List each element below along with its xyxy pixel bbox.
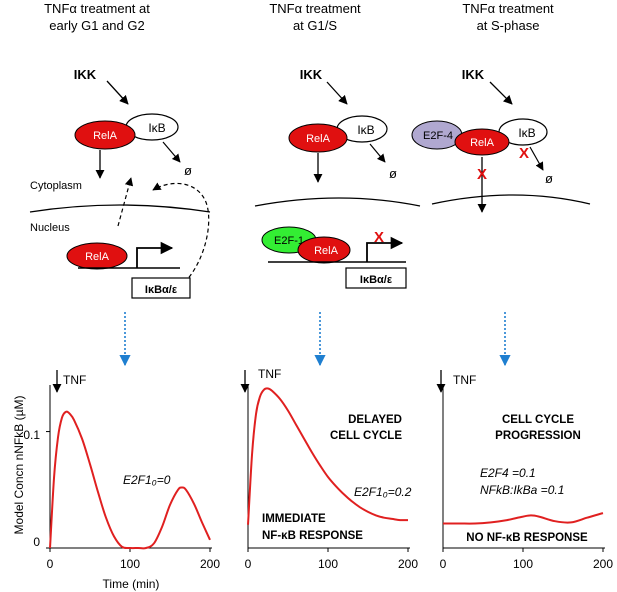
panel1-rela-label: RelA (93, 130, 118, 142)
panel2-rela-oval (288, 123, 348, 153)
panel3-ikk-label: IKK (462, 67, 485, 82)
panel1-ikk-label: IKK (74, 67, 97, 82)
plot1-series-line (49, 410, 211, 550)
panel1-promoter-arrow (136, 241, 174, 268)
plot-1: 0.1 0 0 100 200 Time (min) TNF E2F1₀=0 (23, 370, 220, 591)
plot1-xtick-label-0: 0 (47, 557, 54, 571)
plot3-xtick-label-100: 100 (513, 557, 533, 571)
panel1-feedback-arrow-dashed (152, 182, 210, 293)
panel2-nuclear-membrane (254, 197, 421, 207)
plot2-tnf-label: TNF (258, 367, 281, 381)
panel2-degrade-symbol: ø (389, 166, 397, 181)
panel1-rela-oval (74, 120, 136, 150)
plot1-ytick-label-0: 0 (33, 535, 40, 549)
plot3-tnf-label: TNF (453, 373, 476, 387)
plot2-label-bottom-line2: NF-κB RESPONSE (262, 530, 363, 542)
panel1-title-line2: early G1 and G2 (49, 18, 144, 33)
plot1-ytick-label-0.1: 0.1 (23, 428, 40, 442)
plot3-annotation-line2: NFkB:IkBa =0.1 (480, 483, 564, 497)
panel2-rela-nuclear-oval (297, 236, 351, 264)
plot3-xtick-label-200: 200 (593, 557, 613, 571)
plot3-label-bottom: NO NF-κB RESPONSE (466, 532, 588, 544)
panel2-e2f1-label: E2F-1 (274, 235, 304, 247)
panel2-promoter-arrow (366, 236, 404, 262)
plot2-xtick-label-100: 100 (318, 557, 338, 571)
plot1-annotation: E2F1₀=0 (123, 473, 171, 487)
panel2-ikk-arrow (326, 81, 348, 105)
x-axis-label: Time (min) (103, 577, 160, 591)
plot2-ticks (247, 548, 409, 552)
panel2-gene-box (345, 267, 407, 289)
panel1-title-line1: TNFα treatment at (44, 1, 150, 16)
plot2-annotation: E2F1₀=0.2 (354, 485, 412, 499)
panel3-degrade-arrow (529, 146, 544, 171)
panel1-gene-box (131, 277, 191, 299)
panel3-title-line1: TNFα treatment (462, 1, 554, 16)
plot2-label-top-line2: CELL CYCLE (330, 430, 402, 442)
panel3-block-degrade-mark: X (519, 145, 529, 162)
plot2-xtick-label-200: 200 (398, 557, 418, 571)
panel3-rela-oval (454, 128, 510, 156)
plot3-annotation-line1: E2F4 =0.1 (480, 466, 536, 480)
plot-2: 0 100 200 TNF DELAYED CELL CYCLE E2F1₀=0… (240, 367, 418, 571)
panel2-rela-label: RelA (306, 133, 331, 145)
panel-s-phase: TNFα treatment at S-phase IKK E2F-4 IκB … (411, 1, 591, 213)
panel-g1s: TNFα treatment at G1/S IKK IκB RelA ø E2… (254, 1, 421, 289)
panel2-title-line2: at G1/S (293, 18, 337, 33)
panel3-rela-label: RelA (470, 137, 495, 149)
panel3-degrade-symbol: ø (545, 171, 553, 186)
plot3-label-top-line1: CELL CYCLE (502, 414, 574, 426)
panel2-title-line1: TNFα treatment (269, 1, 361, 16)
plot1-tnf-label: TNF (63, 373, 86, 387)
panel1-degrade-arrow (162, 141, 181, 163)
panel3-e2f4-label: E2F-4 (423, 130, 453, 142)
panel1-cytoplasm-label: Cytoplasm (30, 180, 82, 192)
plot3-series-line (443, 512, 604, 525)
plot1-xtick-label-100: 100 (120, 557, 140, 571)
panel1-export-arrow-dashed (117, 177, 134, 227)
plot2-series-line (247, 387, 409, 525)
panel2-rela-nuclear-label: RelA (314, 245, 339, 257)
panel2-ikb-label: IκB (357, 123, 374, 137)
y-axis-label: Model Concn nNFkB (µM) (12, 396, 26, 535)
panel2-degrade-arrow (369, 143, 386, 163)
plot3-label-top-line2: PROGRESSION (495, 430, 581, 442)
plot3-xtick-label-0: 0 (440, 557, 447, 571)
panel1-ikk-arrow (106, 80, 129, 105)
panel1-ikb-label: IκB (148, 121, 165, 135)
panel2-ikk-label: IKK (300, 67, 323, 82)
panel1-rela-nuclear-label: RelA (85, 251, 110, 263)
panel1-degrade-symbol: ø (184, 163, 192, 178)
panel2-block-mark: X (374, 229, 384, 246)
panel3-ikb-label: IκB (518, 126, 535, 140)
plot2-label-top-line1: DELAYED (348, 414, 402, 426)
panel3-ikk-arrow (489, 81, 513, 105)
panel1-nuclear-membrane (29, 204, 211, 213)
panel-early-g1-g2: TNFα treatment at early G1 and G2 IKK Iκ… (29, 1, 211, 299)
plot3-ticks (442, 548, 604, 552)
plot1-xtick-label-200: 200 (200, 557, 220, 571)
plot2-xtick-label-0: 0 (245, 557, 252, 571)
panel3-title-line2: at S-phase (477, 18, 540, 33)
plot1-ticks (46, 431, 211, 552)
plot-3: 0 100 200 TNF CELL CYCLE PROGRESSION E2F… (436, 370, 613, 571)
panel3-nuclear-membrane (431, 194, 591, 205)
panel1-nucleus-label: Nucleus (30, 222, 70, 234)
panel1-gene-label: IκBα/ε (145, 284, 178, 296)
panel3-block-import-mark: X (477, 166, 487, 183)
plot2-label-bottom-line1: IMMEDIATE (262, 513, 326, 525)
panel1-rela-nuclear-oval (66, 242, 128, 270)
panel2-gene-label: IκBα/ε (360, 274, 393, 286)
